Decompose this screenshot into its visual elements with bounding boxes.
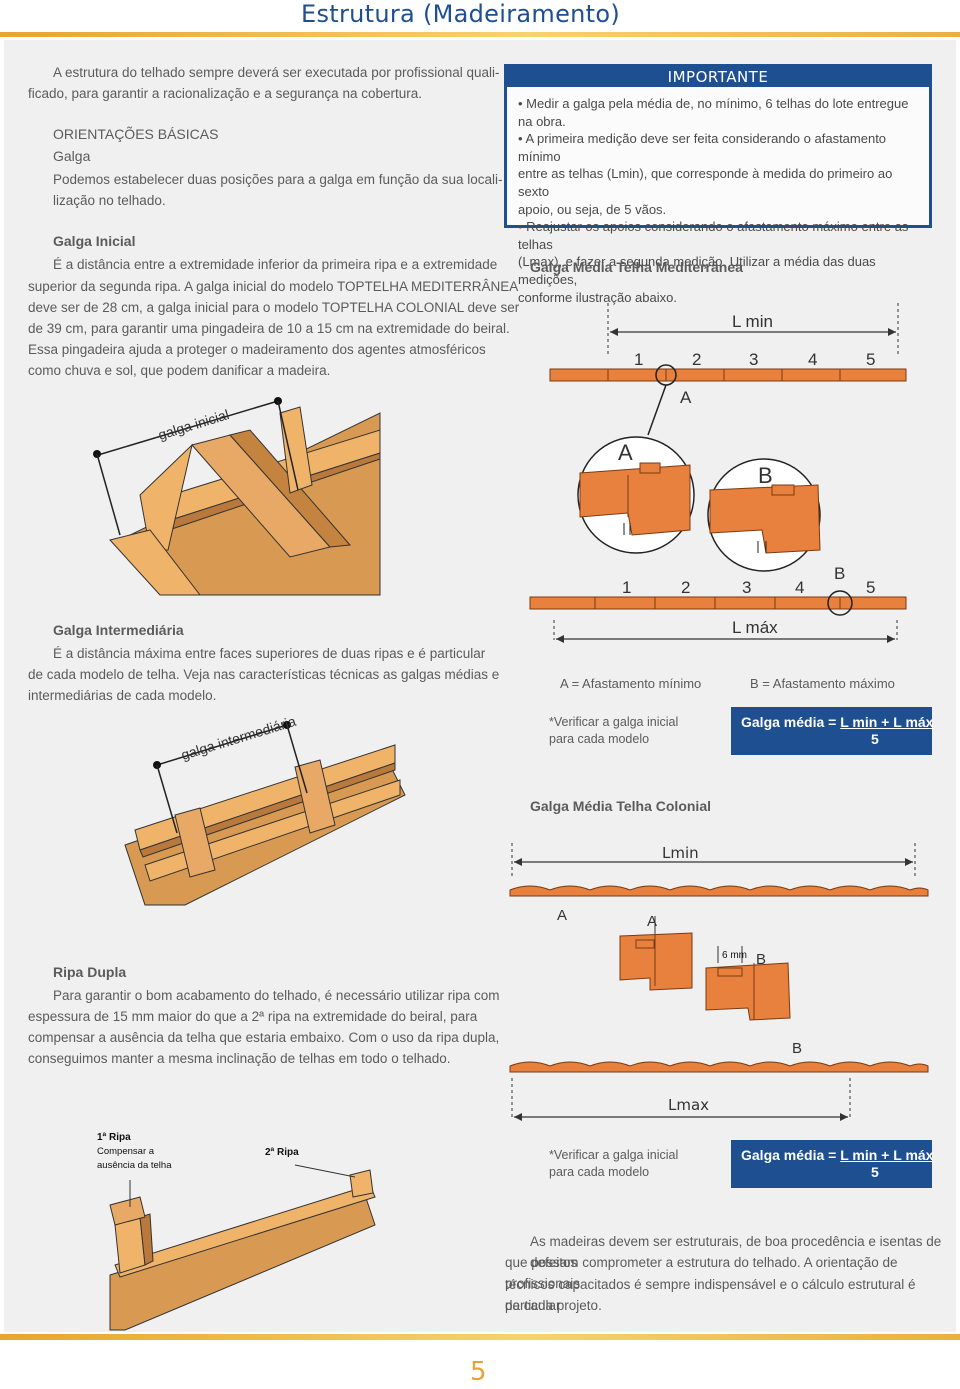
colonial-lmax: Lmax — [668, 1096, 709, 1114]
legend-a: A = Afastamento mínimo — [560, 676, 702, 691]
col-formula-label: Galga média = — [741, 1147, 841, 1163]
med-formula-den: 5 — [871, 731, 879, 747]
importante-line: • A primeira medição deve ser feita cons… — [518, 131, 887, 164]
med-top-num: 5 — [866, 350, 875, 369]
med-bottom-num: 1 — [622, 578, 631, 597]
colonial-title: Galga Média Telha Colonial — [530, 798, 711, 814]
galga-intermediaria-diagram: galga intermediária — [124, 713, 406, 906]
galga-intermediaria-line: É a distância máxima entre faces superio… — [53, 646, 486, 661]
col-formula-den: 5 — [871, 1164, 879, 1180]
colonial-label-a2: A — [647, 913, 657, 930]
importante-line: apoio, ou seja, de 5 vãos. — [518, 201, 667, 217]
ripa-dupla-line: compensar a ausência da telha que estari… — [28, 1030, 500, 1045]
col-formula-num: L min + L máx — [840, 1147, 934, 1163]
galga-intermediaria-label: galga intermediária — [179, 713, 298, 763]
med-bottom-num: 4 — [795, 578, 804, 597]
col-formula-box: Galga média = L min + L máx 5 — [731, 1140, 934, 1188]
colonial-label-b1: B — [756, 951, 766, 968]
med-bottom-num: 5 — [866, 578, 875, 597]
importante-line: entre as telhas (Lmin), que corresponde … — [518, 166, 893, 199]
ripa-dupla-line: espessura de 15 mm maior do que a 2ª rip… — [28, 1009, 478, 1024]
ripa-1-label: 1ª Ripa — [97, 1132, 131, 1143]
ripa-dupla-diagram: 1ª Ripa Compensar a ausência da telha 2ª… — [97, 1132, 376, 1331]
ripa-dupla-title: Ripa Dupla — [53, 964, 127, 980]
orientacoes-line-2: lização no telhado. — [53, 193, 166, 208]
top-rule — [0, 32, 960, 37]
galga-intermediaria-title: Galga Intermediária — [53, 622, 184, 638]
med-top-num: 2 — [692, 350, 701, 369]
mediterranea-lmax: L máx — [732, 618, 778, 637]
importante-line: conforme ilustração abaixo. — [518, 289, 677, 305]
ripa-1-sub1: Compensar a — [97, 1146, 155, 1157]
colonial-lmin: Lmin — [662, 844, 699, 862]
galga-inicial-line: de 39 cm, para garantir uma pingadeira d… — [28, 321, 510, 336]
galga-inicial-title: Galga Inicial — [53, 233, 136, 249]
importante-line: • Reajustar os apoios considerando o afa… — [518, 219, 909, 252]
ripa-1-sub2: ausência da telha — [97, 1160, 172, 1171]
legend-b: B = Afastamento máximo — [750, 676, 895, 691]
footer-note-line: As madeiras devem ser estruturais, de bo… — [530, 1234, 942, 1270]
med-note-1: *Verificar a galga inicial — [549, 715, 679, 729]
mediterranea-diagram: L min 1 2 3 4 5 A A B 1 2 3 4 5 B L máx — [529, 303, 907, 643]
importante-line: • Medir a galga pela média de, no mínimo… — [518, 96, 909, 129]
importante-title: IMPORTANTE — [507, 67, 929, 87]
mediterranea-lmin: L min — [732, 312, 773, 331]
med-zoom-b: B — [758, 463, 773, 488]
galga-intermediaria-line: intermediárias de cada modelo. — [28, 688, 217, 703]
ripa-dupla-line: Para garantir o bom acabamento do telhad… — [53, 988, 500, 1003]
med-label-a-small: A — [680, 388, 692, 407]
colonial-gap: 6 mm — [722, 950, 747, 961]
footer-note-line: técnicos capacitados é sempre indispensá… — [505, 1277, 916, 1313]
mediterranea-title: Galga Média Telha Mediterrânea — [530, 259, 743, 275]
col-note-2: para cada modelo — [549, 1165, 650, 1179]
page-number: 5 — [470, 1357, 487, 1387]
intro-line-2: ficado, para garantir a racionalização e… — [28, 86, 422, 101]
med-note-2: para cada modelo — [549, 732, 650, 746]
colonial-diagram: Lmin A A 6 mm B B Lmax — [509, 843, 929, 1121]
importante-box: IMPORTANTE • Medir a galga pela média de… — [504, 64, 932, 305]
footer-note-line: de cada projeto. — [505, 1298, 602, 1313]
colonial-label-a1: A — [557, 907, 567, 924]
med-formula-box: Galga média = L min + L máx 5 — [731, 707, 934, 755]
med-zoom-a: A — [618, 440, 633, 465]
orientacoes-line-1: Podemos estabelecer duas posições para a… — [53, 172, 503, 187]
footer-note-line: que possam comprometer a estrutura do te… — [505, 1255, 898, 1291]
galga-inicial-line: como chuva e sol, que podem danificar a … — [28, 363, 331, 378]
orientacoes-title: ORIENTAÇÕES BÁSICAS — [53, 126, 219, 142]
galga-inicial-line: É a distância entre a extremidade inferi… — [53, 257, 498, 272]
intro-line-1: A estrutura do telhado sempre deverá ser… — [53, 65, 500, 80]
med-top-num: 4 — [808, 350, 817, 369]
galga-intermediaria-line: de cada modelo de telha. Veja nas caract… — [28, 667, 500, 682]
med-top-num: 1 — [634, 350, 643, 369]
importante-line: (Lmax), e fazer a segunda medição. Utili… — [518, 254, 876, 287]
med-top-num: 3 — [749, 350, 758, 369]
col-note-1: *Verificar a galga inicial — [549, 1148, 679, 1162]
med-bottom-num: 3 — [742, 578, 751, 597]
galga-inicial-diagram: galga inicial — [93, 397, 381, 596]
bottom-rule — [0, 1334, 960, 1340]
galga-subtitle: Galga — [53, 148, 91, 164]
med-label-b-small: B — [834, 564, 845, 583]
med-formula-label: Galga média = — [741, 714, 841, 730]
colonial-label-b2: B — [792, 1040, 802, 1057]
med-bottom-num: 2 — [681, 578, 690, 597]
med-formula-num: L min + L máx — [840, 714, 934, 730]
page-title: Estrutura (Madeiramento) — [300, 0, 620, 28]
ripa-2-label: 2ª Ripa — [265, 1147, 299, 1158]
galga-inicial-line: Essa pingadeira ajuda a proteger o madei… — [28, 342, 486, 357]
galga-inicial-line: superior da segunda ripa. A galga inicia… — [28, 279, 519, 294]
galga-inicial-line: deve ser de 28 cm, a galga inicial para … — [28, 300, 520, 315]
ripa-dupla-line: conseguimos manter a mesma inclinação de… — [28, 1051, 451, 1066]
